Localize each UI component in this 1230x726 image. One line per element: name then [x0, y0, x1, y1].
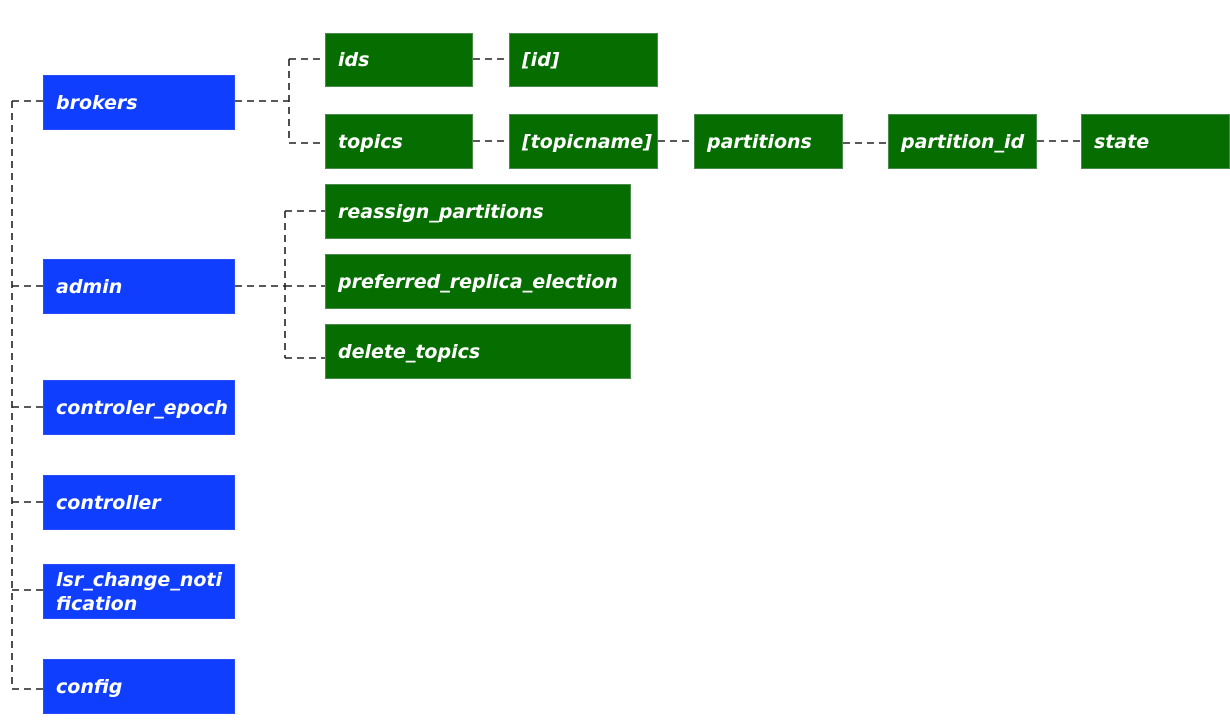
node-partition-id: partition_id: [888, 114, 1037, 169]
node-topics: topics: [325, 114, 473, 169]
node-brokers: brokers: [43, 75, 235, 130]
node-delete-topics: delete_topics: [325, 324, 631, 379]
node-controller: controller: [43, 475, 235, 530]
node-controler-epoch: controler_epoch: [43, 380, 235, 435]
node-config: config: [43, 659, 235, 714]
node-state: state: [1081, 114, 1230, 169]
node-isr-change-notification: lsr_change_noti fication: [43, 564, 235, 619]
node-reassign-partitions: reassign_partitions: [325, 184, 631, 239]
node-admin: admin: [43, 259, 235, 314]
node-partitions: partitions: [694, 114, 843, 169]
node-id: [id]: [509, 33, 658, 87]
node-preferred-replica-election: preferred_replica_election: [325, 254, 631, 309]
node-ids: ids: [325, 33, 473, 87]
node-topicname: [topicname]: [509, 114, 658, 169]
